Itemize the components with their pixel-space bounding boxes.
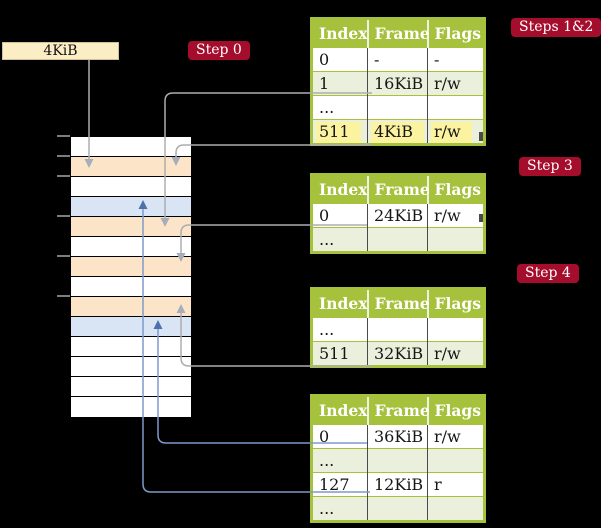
memory-row-11 xyxy=(71,337,191,357)
cell-index: 511 xyxy=(311,119,368,145)
memory-row-8 xyxy=(71,277,191,297)
memory-row-10 xyxy=(71,317,191,337)
cell-index: 0 xyxy=(311,47,368,72)
table-4-row-dotsdotsdots: ... xyxy=(311,496,485,522)
cell-flags: r xyxy=(427,472,485,497)
column-header-index: Index xyxy=(311,395,368,425)
physical-memory-column xyxy=(70,136,192,418)
connector-line-table-1-row-511 xyxy=(175,144,372,158)
cell-flags xyxy=(427,95,485,120)
memory-row-1 xyxy=(71,137,191,157)
cell-frame xyxy=(367,227,428,253)
cell-index: 511 xyxy=(311,341,368,367)
memory-tick xyxy=(57,135,70,137)
column-header-frame: Frame xyxy=(366,174,430,204)
cell-flags xyxy=(427,496,485,522)
memory-row-12 xyxy=(71,357,191,377)
cell-flags: r/w xyxy=(427,341,485,367)
memory-tick xyxy=(57,155,70,157)
cell-index: 127 xyxy=(311,472,368,497)
column-header-frame: Frame xyxy=(366,288,430,318)
column-header-index: Index xyxy=(311,18,368,48)
cell-flags: - xyxy=(427,47,485,72)
cell-flags xyxy=(427,317,485,342)
column-header-flags: Flags xyxy=(426,174,485,204)
table-2-row-dotsdotsdots: ... xyxy=(311,227,485,253)
column-header-flags: Flags xyxy=(426,288,485,318)
memory-row-6 xyxy=(71,237,191,257)
table-4-row-dotsdotsdots: ... xyxy=(311,448,485,473)
cell-flags: r/w xyxy=(427,203,485,228)
cell-flags: r/w xyxy=(427,71,485,96)
column-header-index: Index xyxy=(311,174,368,204)
cell-frame: 4KiB xyxy=(367,119,428,145)
memory-row-7 xyxy=(71,257,191,277)
cell-frame: 32KiB xyxy=(367,341,428,367)
cell-index: 0 xyxy=(311,203,368,228)
frame-size-label: 4KiB xyxy=(43,43,78,59)
memory-row-9 xyxy=(71,297,191,317)
cell-flags xyxy=(427,448,485,473)
column-header-frame: Frame xyxy=(366,18,430,48)
memory-row-5 xyxy=(71,217,191,237)
cell-frame: 36KiB xyxy=(367,424,428,449)
highlighted-value: 511 xyxy=(316,121,361,143)
highlighted-value: r/w xyxy=(431,121,472,143)
steps-1-2-label: Steps 1&2 xyxy=(511,18,601,37)
cell-flags xyxy=(427,227,485,253)
memory-tick xyxy=(57,175,70,177)
cell-flags: r/w xyxy=(427,424,485,449)
memory-row-4 xyxy=(71,197,191,217)
table-3-row-dotsdotsdots: ... xyxy=(311,317,485,342)
step-4-label: Step 4 xyxy=(517,264,579,283)
cell-flags: r/w xyxy=(427,119,485,145)
memory-tick xyxy=(57,215,70,217)
cell-index: ... xyxy=(311,227,368,253)
memory-tick xyxy=(57,295,70,297)
cell-frame: - xyxy=(367,47,428,72)
step-0-label: Step 0 xyxy=(188,41,250,60)
column-header-index: Index xyxy=(311,288,368,318)
highlighted-value: 4KiB xyxy=(371,121,425,143)
cell-frame xyxy=(367,95,428,120)
frame-size-box: 4KiB xyxy=(2,42,119,60)
cell-frame: 24KiB xyxy=(367,203,428,228)
column-header-flags: Flags xyxy=(426,395,485,425)
cell-frame xyxy=(367,496,428,522)
cell-index: ... xyxy=(311,448,368,473)
table-1-row-0: 0-- xyxy=(311,47,485,72)
memory-row-2 xyxy=(71,157,191,177)
cell-frame xyxy=(367,448,428,473)
memory-row-13 xyxy=(71,377,191,397)
cell-index: 1 xyxy=(311,71,368,96)
column-header-flags: Flags xyxy=(426,18,485,48)
cell-frame: 12KiB xyxy=(367,472,428,497)
table-1-row-dotsdotsdots: ... xyxy=(311,95,485,120)
cell-frame: 16KiB xyxy=(367,71,428,96)
column-header-frame: Frame xyxy=(366,395,430,425)
memory-row-3 xyxy=(71,177,191,197)
memory-row-14 xyxy=(71,397,191,417)
cell-index: 0 xyxy=(311,424,368,449)
cell-index: ... xyxy=(311,95,368,120)
table-1-row-511: 511 4KiB r/w xyxy=(311,119,485,145)
cell-index: ... xyxy=(311,317,368,342)
step-3-label: Step 3 xyxy=(519,157,581,176)
cell-index: ... xyxy=(311,496,368,522)
cell-frame xyxy=(367,317,428,342)
memory-tick xyxy=(57,255,70,257)
